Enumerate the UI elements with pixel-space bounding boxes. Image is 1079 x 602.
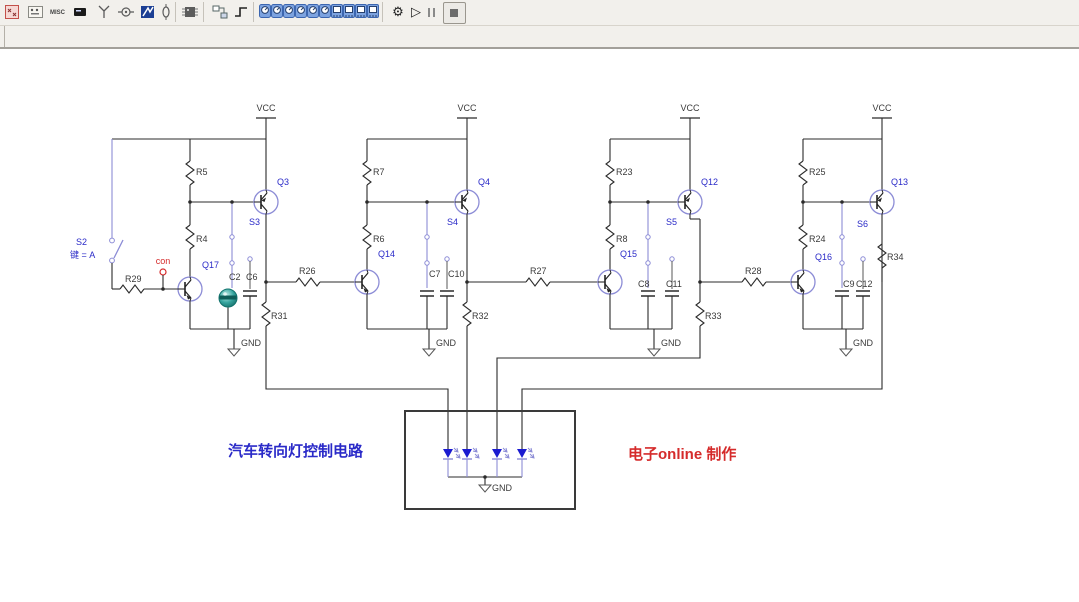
function-generator-icon[interactable]: [271, 3, 283, 19]
gnd-label: GND: [492, 483, 513, 493]
misc-icon-label: MISC: [50, 10, 66, 16]
gnd-label: GND: [661, 338, 682, 348]
stop-icon[interactable]: [443, 2, 466, 24]
connector-group-icon[interactable]: [157, 3, 175, 21]
gnd-label: GND: [241, 338, 262, 348]
net-label: S6: [857, 219, 868, 229]
resistor-label: R33: [705, 311, 722, 321]
logic-analyzer-icon[interactable]: [343, 3, 355, 19]
panel-edge: [4, 26, 5, 47]
vcc-label: VCC: [872, 103, 892, 113]
probe-label: con: [156, 256, 171, 266]
transistor-label: Q16: [815, 252, 832, 262]
electromech-group-icon[interactable]: [117, 3, 135, 21]
transistor-label: Q14: [378, 249, 395, 259]
component-toolbar: MISC ⚙ ▷: [0, 0, 1079, 26]
net-label: S4: [447, 217, 458, 227]
capacitor-label: C9: [843, 279, 855, 289]
toolbar-divider: [0, 47, 1079, 49]
toolbar-separator: [203, 2, 204, 22]
capacitor-label: C11: [666, 279, 682, 289]
resistor-label: R25: [809, 167, 826, 177]
rf-group-icon[interactable]: [95, 3, 113, 21]
resistor-label: R24: [809, 234, 826, 244]
led[interactable]: [462, 447, 480, 477]
simulation-settings-icon[interactable]: ⚙: [392, 4, 404, 19]
hierarchy-icon[interactable]: [211, 3, 229, 21]
transistor-label: Q17: [202, 260, 219, 270]
circuit-title: 汽车转向灯控制电路: [228, 442, 364, 460]
toolbar-separator: [175, 2, 176, 22]
resistor-label: R28: [745, 266, 762, 276]
led-panel[interactable]: GND: [404, 410, 576, 510]
capacitor-label: C6: [246, 272, 258, 282]
frequency-counter-icon[interactable]: [319, 3, 331, 19]
resistor-label: R8: [616, 234, 628, 244]
basic-group-icon[interactable]: [4, 3, 22, 21]
toolbar-separator: [253, 2, 254, 22]
logic-converter-icon[interactable]: [355, 3, 367, 19]
switch-key-label: 键 = A: [70, 249, 95, 260]
capacitor-label: C8: [638, 279, 650, 289]
transistor-label: Q3: [277, 177, 289, 187]
resistor-label: R27: [530, 266, 547, 276]
capacitor-label: C7: [429, 269, 441, 279]
input-network[interactable]: S2 键 = A R29 con: [70, 139, 178, 294]
transistor-label: Q15: [620, 249, 637, 259]
wattmeter-icon[interactable]: [283, 3, 295, 19]
secondary-toolbar: [0, 26, 1079, 47]
toolbar-separator: [382, 2, 383, 22]
led[interactable]: [443, 447, 461, 477]
annotations: 汽车转向灯控制电路 电子online 制作: [228, 442, 736, 463]
pause-icon[interactable]: [426, 3, 438, 21]
resistor-label: R4: [196, 234, 208, 244]
capacitor-3d-c2[interactable]: [218, 288, 238, 308]
run-icon[interactable]: ▷: [411, 4, 421, 19]
capacitor-label: C2: [229, 272, 241, 282]
gnd-label: GND: [436, 338, 457, 348]
resistor-label: R34: [887, 252, 904, 262]
resistor-label: R26: [299, 266, 316, 276]
net-label: S5: [666, 217, 677, 227]
bus-icon[interactable]: [232, 3, 250, 21]
net-label: S3: [249, 217, 260, 227]
mcu-group-icon[interactable]: [181, 3, 199, 21]
ni-component-icon[interactable]: [139, 3, 157, 21]
misc-group-icon[interactable]: MISC: [49, 3, 67, 21]
capacitor-label: C10: [448, 269, 465, 279]
resistor-label: R5: [196, 167, 208, 177]
diode-group-icon[interactable]: [27, 3, 45, 21]
transistor-label: Q13: [891, 177, 908, 187]
bode-plotter-icon[interactable]: [307, 3, 319, 19]
led[interactable]: [517, 447, 535, 477]
resistor-label: R31: [271, 311, 288, 321]
led-routing[interactable]: [265, 268, 883, 449]
resistor-label: R23: [616, 167, 633, 177]
switch-label: S2: [76, 237, 87, 247]
vcc-label: VCC: [256, 103, 276, 113]
resistor-label: R7: [373, 167, 385, 177]
gnd-label: GND: [853, 338, 874, 348]
oscilloscope-icon[interactable]: [295, 3, 307, 19]
resistor-label: R32: [472, 311, 489, 321]
capacitor-label: C12: [856, 279, 873, 289]
transistor-label: Q12: [701, 177, 718, 187]
led[interactable]: [492, 447, 510, 477]
multimeter-icon[interactable]: [259, 3, 271, 19]
credit-text: 电子online 制作: [628, 445, 736, 463]
indicator-group-icon[interactable]: [72, 3, 90, 21]
vcc-label: VCC: [680, 103, 700, 113]
resistor-label: R29: [125, 274, 142, 284]
vcc-label: VCC: [457, 103, 477, 113]
iv-analyzer-icon[interactable]: [367, 3, 379, 19]
word-generator-icon[interactable]: [331, 3, 343, 19]
transistor-label: Q4: [478, 177, 490, 187]
resistor-label: R6: [373, 234, 385, 244]
